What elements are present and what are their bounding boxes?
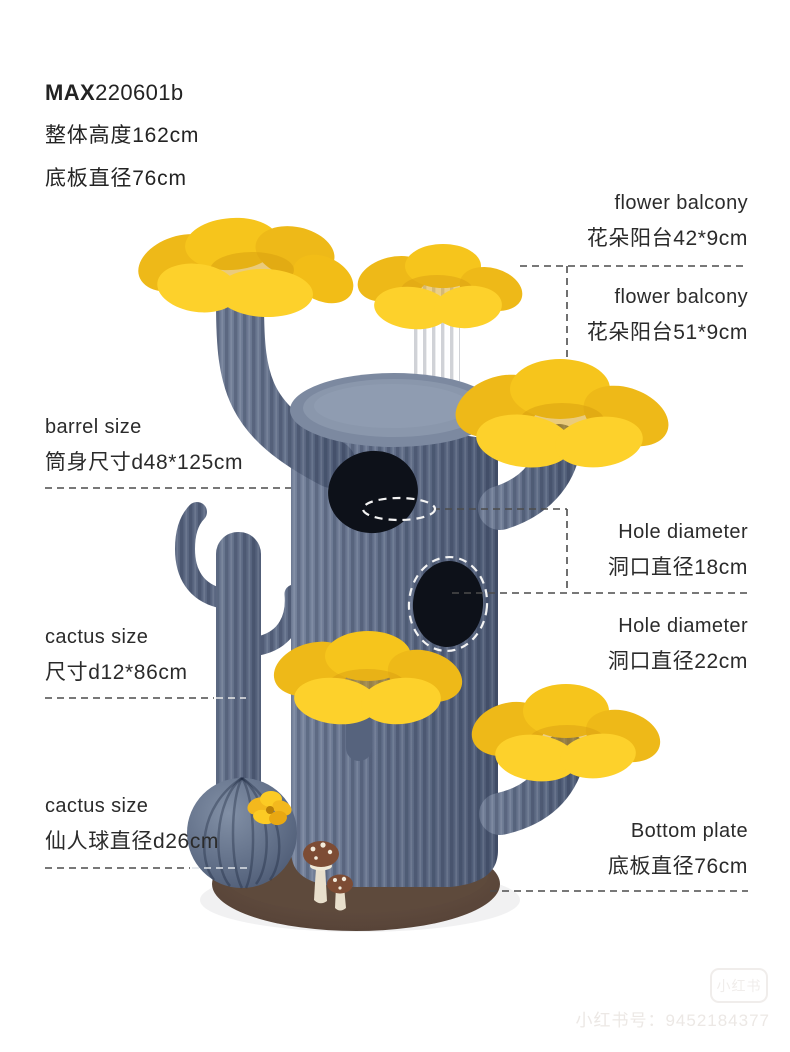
annotation-zh: 底板直径76cm bbox=[607, 855, 748, 878]
model-suffix: 220601b bbox=[95, 80, 184, 105]
base-diameter-label: 底板直径76cm bbox=[45, 167, 187, 190]
hole-upper bbox=[328, 450, 418, 534]
small-cactus bbox=[174, 502, 304, 842]
annotation-en: Hole diameter bbox=[618, 521, 748, 543]
hole-upper-diameter-marker bbox=[361, 496, 437, 522]
flower-middle bbox=[273, 631, 463, 725]
hole-lower bbox=[412, 561, 484, 647]
annotation-en: Hole diameter bbox=[618, 615, 748, 637]
annotation-bottom-plate: Bottom plate 底板直径76cm bbox=[608, 820, 748, 878]
annotation-en: cactus size bbox=[45, 626, 149, 648]
model-prefix: MAX bbox=[45, 80, 96, 105]
flower-right-upper bbox=[455, 359, 669, 468]
annotation-en: flower balcony bbox=[614, 286, 748, 308]
flower-top-left bbox=[138, 217, 354, 318]
annotation-barrel-size: barrel size 筒身尺寸d48*125cm bbox=[45, 416, 243, 474]
annotation-en: flower balcony bbox=[614, 192, 748, 214]
model-number: MAX220601b bbox=[45, 80, 199, 106]
annotation-en: cactus size bbox=[45, 795, 149, 817]
annotation-zh: 尺寸d12*86cm bbox=[45, 661, 188, 684]
annotation-zh: 筒身尺寸d48*125cm bbox=[45, 451, 244, 474]
ball-flower bbox=[247, 791, 292, 826]
annotation-hole-diameter-2: Hole diameter 洞口直径22cm bbox=[608, 615, 748, 673]
mushrooms bbox=[303, 841, 353, 911]
overall-height-label: 整体高度162cm bbox=[45, 124, 200, 147]
xiaohongshu-logo: 小红书 bbox=[710, 968, 768, 1003]
watermark-account: 小红书号：9452184377 bbox=[575, 1011, 770, 1030]
annotation-zh: 洞口直径22cm bbox=[607, 650, 748, 673]
annotation-zh: 洞口直径18cm bbox=[607, 556, 748, 579]
annotation-cactus-size: cactus size 尺寸d12*86cm bbox=[45, 626, 188, 684]
annotation-cactus-ball-size: cactus size 仙人球直径d26cm bbox=[45, 795, 219, 853]
annotation-flower-balcony-1: flower balcony 花朵阳台42*9cm bbox=[587, 192, 748, 250]
hole-lower-diameter-marker bbox=[407, 555, 489, 653]
flower-top-middle bbox=[357, 244, 523, 330]
flower-right-lower bbox=[471, 684, 661, 782]
annotation-flower-balcony-2: flower balcony 花朵阳台51*9cm bbox=[587, 286, 748, 344]
annotation-zh: 花朵阳台51*9cm bbox=[586, 321, 748, 344]
annotation-en: Bottom plate bbox=[630, 820, 748, 842]
annotation-zh: 仙人球直径d26cm bbox=[45, 830, 220, 853]
annotation-zh: 花朵阳台42*9cm bbox=[586, 227, 748, 250]
leader-lines bbox=[45, 265, 748, 892]
product-header: MAX220601b 整体高度162cm 底板直径76cm bbox=[45, 80, 199, 192]
annotation-hole-diameter-1: Hole diameter 洞口直径18cm bbox=[608, 521, 748, 579]
annotation-en: barrel size bbox=[45, 416, 142, 438]
